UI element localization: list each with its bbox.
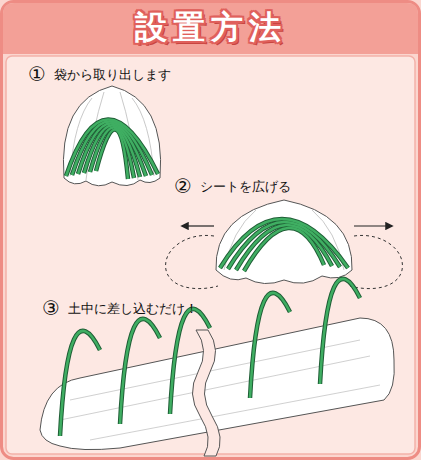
hoop: [96, 129, 128, 179]
callout-number: ③: [42, 297, 60, 319]
callout-number: ①: [28, 63, 46, 85]
hoop: [244, 228, 324, 271]
callout-number: ②: [174, 175, 192, 197]
support-hoops: [60, 119, 360, 436]
hoop-outline: [60, 331, 100, 436]
hoop: [84, 125, 140, 177]
hoop: [60, 331, 100, 436]
hoop: [120, 319, 160, 424]
hoop: [320, 279, 360, 384]
step-text: シートを広げる: [200, 179, 291, 195]
title: 設置方法: [135, 6, 287, 50]
step-text: 土中に差し込むだけ！: [68, 301, 198, 317]
title-band: [3, 3, 418, 54]
step-text: 袋から取り出します: [54, 67, 171, 83]
hoop-outline: [120, 319, 160, 424]
spread-cover: [166, 200, 403, 289]
hoop: [90, 127, 134, 178]
hoop: [236, 225, 332, 270]
hoop-outline: [320, 279, 360, 384]
inner-panel: [6, 56, 415, 454]
hoop-outline: [250, 293, 290, 398]
break-mark: [192, 330, 220, 456]
bundled-cover: [63, 86, 160, 186]
hoop: [250, 293, 290, 398]
